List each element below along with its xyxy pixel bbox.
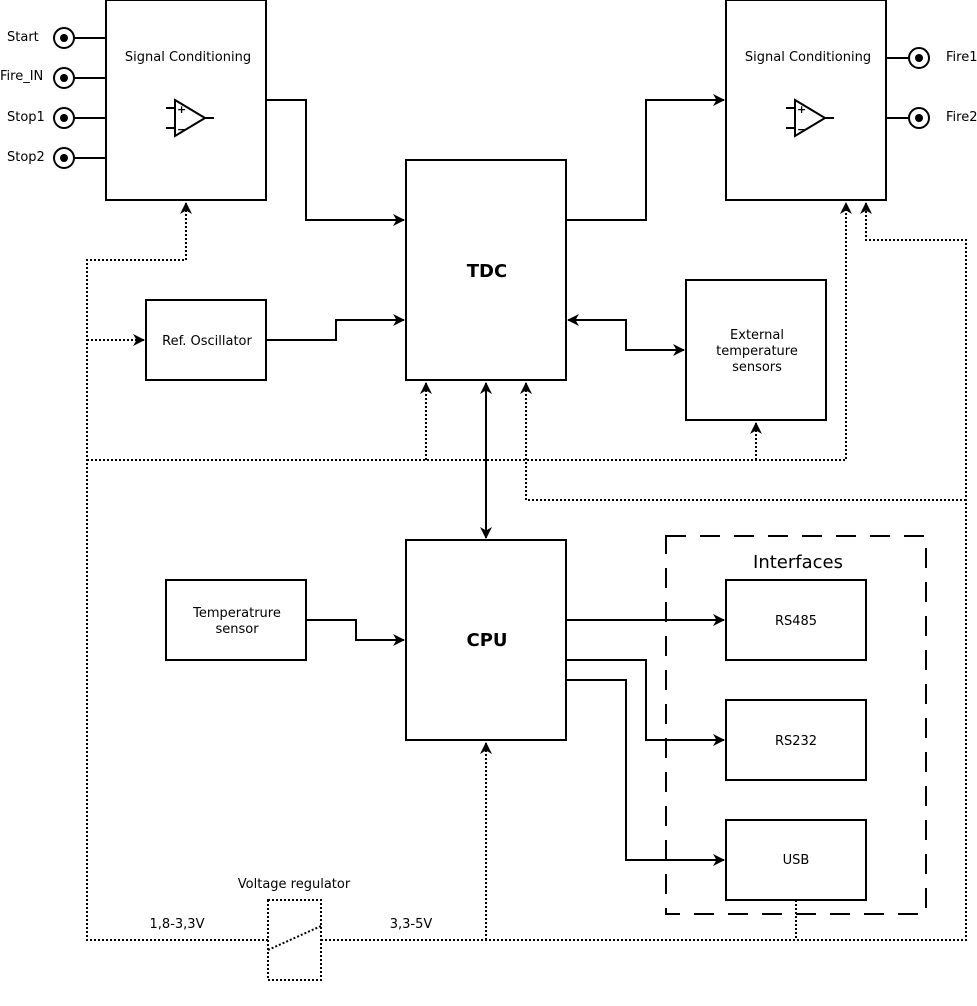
interfaces-title: Interfaces bbox=[753, 552, 843, 573]
line-oscillator-to-tdc bbox=[266, 314, 405, 341]
external-temp-label-3: sensors bbox=[732, 360, 782, 375]
sc-right-label: Signal Conditioning bbox=[745, 50, 871, 65]
connectors-right: Fire1 Fire2 bbox=[886, 47, 977, 129]
signal-conditioning-left: Signal Conditioning + − bbox=[105, 0, 267, 201]
connector-fire-in: Fire_IN bbox=[0, 67, 106, 89]
ref-oscillator-label: Ref. Oscillator bbox=[162, 334, 252, 349]
rs232-label: RS232 bbox=[775, 734, 817, 749]
connector-stop2: Stop2 bbox=[7, 147, 106, 169]
connectors-left: Start Fire_IN Stop1 Stop2 bbox=[0, 27, 106, 169]
connector-fire1: Fire1 bbox=[886, 47, 977, 69]
line-cpu-to-rs232 bbox=[566, 659, 725, 746]
svg-text:−: − bbox=[177, 123, 186, 136]
svg-text:+: + bbox=[177, 103, 186, 116]
rs232-block: RS232 bbox=[725, 699, 867, 781]
power-to-sc-right bbox=[87, 202, 852, 461]
connector-start: Start bbox=[7, 27, 106, 49]
connector-stop1: Stop1 bbox=[7, 107, 106, 129]
ref-oscillator-block: Ref. Oscillator bbox=[145, 299, 267, 381]
tdc-block: TDC bbox=[405, 159, 567, 381]
signal-lines bbox=[266, 94, 725, 866]
connector-start-label: Start bbox=[7, 30, 39, 45]
connector-fire1-label: Fire1 bbox=[946, 50, 977, 65]
svg-text:+: + bbox=[797, 103, 806, 116]
external-temp-label-1: External bbox=[730, 328, 784, 343]
cpu-block: CPU bbox=[405, 539, 567, 741]
connector-fire2-label: Fire2 bbox=[946, 110, 977, 125]
line-cpu-to-usb bbox=[566, 679, 725, 866]
line-tdc-external-temp bbox=[567, 314, 685, 356]
connector-fire-in-label: Fire_IN bbox=[0, 69, 43, 84]
interfaces-group: Interfaces RS485 RS232 USB bbox=[665, 535, 927, 915]
temp-sensor-label-2: sensor bbox=[215, 622, 259, 637]
usb-block: USB bbox=[725, 819, 867, 901]
voltage-high-label: 3,3-5V bbox=[390, 917, 433, 932]
voltage-regulator-label: Voltage regulator bbox=[238, 877, 351, 892]
tdc-label: TDC bbox=[467, 261, 507, 282]
line-sc-left-to-tdc bbox=[266, 99, 405, 226]
signal-conditioning-right: Signal Conditioning + − bbox=[725, 0, 887, 201]
rs485-block: RS485 bbox=[725, 579, 867, 661]
line-tdc-to-sc-right bbox=[566, 94, 725, 221]
connector-stop2-label: Stop2 bbox=[7, 150, 45, 165]
power-to-sc-left bbox=[86, 202, 268, 941]
switch-icon bbox=[267, 925, 322, 951]
svg-text:−: − bbox=[797, 123, 806, 136]
connector-fire2: Fire2 bbox=[886, 107, 977, 129]
temp-sensor-block: Temperatrure sensor bbox=[165, 579, 307, 661]
power-to-tdc-io bbox=[520, 382, 966, 501]
rs485-label: RS485 bbox=[775, 614, 817, 629]
opamp-right-icon: + − bbox=[786, 98, 834, 138]
power-to-sc-right-io bbox=[321, 202, 967, 941]
line-tempsensor-to-cpu bbox=[306, 619, 405, 646]
external-temp-label-2: temperature bbox=[716, 344, 798, 359]
opamp-left-icon: + − bbox=[166, 98, 214, 138]
external-temp-block: External temperature sensors bbox=[685, 279, 827, 421]
connector-stop1-label: Stop1 bbox=[7, 110, 45, 125]
temp-sensor-label-1: Temperatrure bbox=[192, 606, 281, 621]
usb-label: USB bbox=[783, 853, 810, 868]
voltage-regulator: Voltage regulator 1,8-3,3V 3,3-5V bbox=[150, 877, 433, 981]
sc-left-label: Signal Conditioning bbox=[125, 50, 251, 65]
voltage-low-label: 1,8-3,3V bbox=[150, 917, 205, 932]
cpu-label: CPU bbox=[466, 630, 507, 651]
power-lines bbox=[86, 202, 967, 941]
